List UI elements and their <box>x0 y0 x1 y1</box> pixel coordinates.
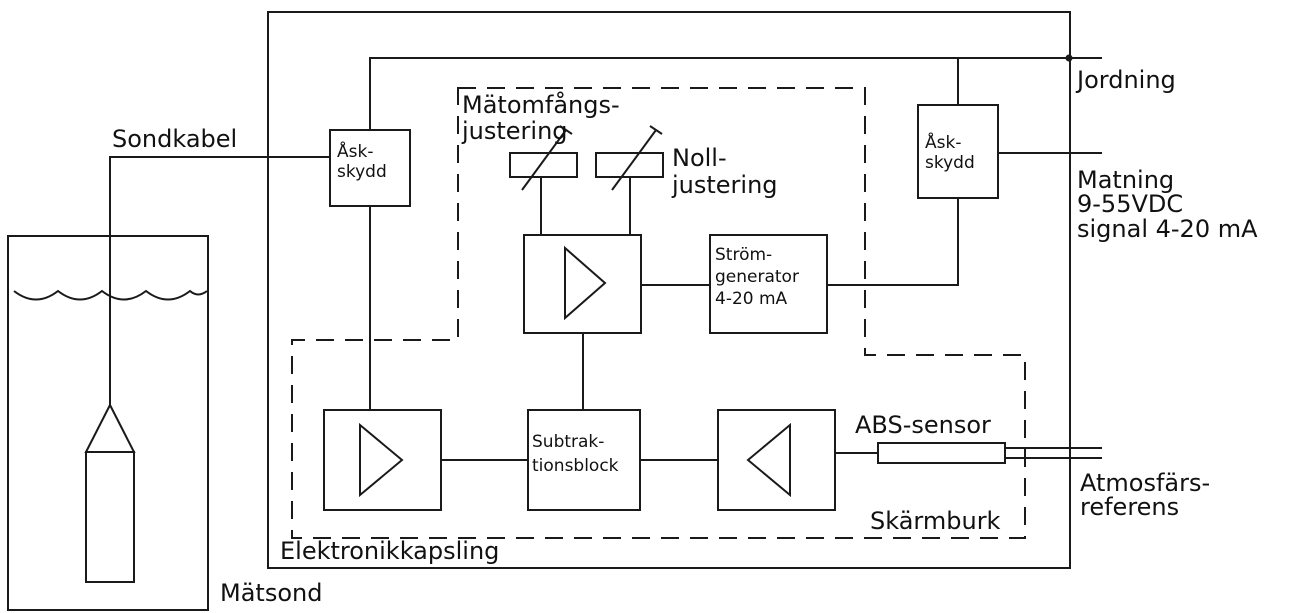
generator-text-1: Ström- <box>715 245 772 265</box>
matning-label-3: signal 4-20 mA <box>1077 215 1258 243</box>
atmos-label-2: referens <box>1080 493 1179 521</box>
output-amplifier <box>523 234 642 334</box>
generator-text-3: 4-20 mA <box>715 289 788 309</box>
probe-cable <box>109 156 330 405</box>
generator-to-protection-wire <box>827 198 959 286</box>
probe-cone <box>84 402 136 453</box>
current-generator <box>709 234 828 334</box>
subtraction-text-1: Subtrak- <box>532 432 604 452</box>
surge-protection-left <box>329 129 411 207</box>
sondkabel-label: Sondkabel <box>112 125 237 153</box>
surge-protection-right <box>917 104 999 199</box>
ground-line <box>369 57 1102 130</box>
zero-adjust-label-1: Noll- <box>672 144 727 172</box>
span-pot-arrow <box>521 129 567 191</box>
elektronikkapsling-label: Elektronikkapsling <box>280 537 499 565</box>
reference-amplifier-symbol <box>746 422 791 498</box>
matning-label-2: 9-55VDC <box>1077 190 1183 218</box>
zero-adjust-label-2: justering <box>671 171 778 199</box>
zero-pot-arrowhead <box>649 125 663 135</box>
ground-junction-dot <box>1065 54 1073 62</box>
surge-left-text-2: skydd <box>337 162 387 182</box>
tank-outline <box>7 235 209 611</box>
shield-outline <box>291 87 1026 539</box>
subtraction-block <box>527 409 641 511</box>
abs-sensor <box>877 442 1006 464</box>
input-amplifier-symbol <box>359 422 404 498</box>
zero-pot-arrow <box>611 129 657 191</box>
surge-right-text-1: Åsk- <box>925 131 961 153</box>
span-pot-arrowhead <box>559 125 573 135</box>
span-potentiometer <box>509 152 578 178</box>
atmos-label-1: Atmosfärs- <box>1080 469 1210 497</box>
span-adjust-label-2: justering <box>461 117 568 145</box>
reference-amplifier <box>717 409 836 511</box>
generator-text-2: generator <box>715 267 799 287</box>
input-amplifier <box>323 409 442 511</box>
matsond-label: Mätsond <box>220 579 322 607</box>
output-amplifier-symbol <box>564 245 607 321</box>
abs-sensor-label: ABS-sensor <box>855 411 991 439</box>
span-adjust-label-1: Mätomfångs- <box>462 90 620 119</box>
electronics-enclosure <box>267 11 1071 569</box>
liquid-surface <box>13 289 208 301</box>
probe-body <box>85 451 135 583</box>
matning-label-1: Matning <box>1077 166 1174 194</box>
surge-left-text-1: Åsk- <box>337 140 373 162</box>
skarmburk-label: Skärmburk <box>870 507 1001 535</box>
jordning-label: Jordning <box>1075 66 1176 94</box>
subtraction-text-2: tionsblock <box>532 456 619 476</box>
surge-right-text-2: skydd <box>925 153 975 173</box>
measurement-tank <box>7 235 209 611</box>
